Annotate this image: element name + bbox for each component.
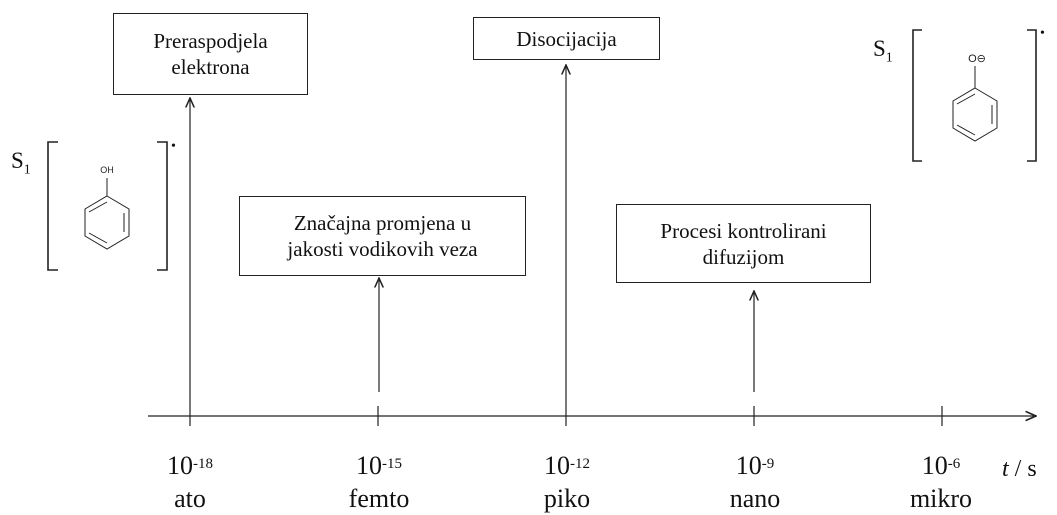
axis-unit-label: t / s	[1002, 456, 1037, 482]
event-label-line: Disocijacija	[516, 26, 617, 51]
tick-prefix: piko	[543, 484, 591, 513]
tick-label: 10-18	[167, 451, 213, 480]
tick-label: 10-15	[356, 451, 402, 480]
o-minus-group-label: O⊖	[968, 53, 986, 65]
ring-double-bond	[956, 93, 976, 105]
tick-prefix: nano	[729, 484, 781, 513]
phenol-structure	[47, 141, 168, 271]
phenoxide-structure	[912, 29, 1037, 162]
left-bracket	[912, 29, 922, 162]
state-index: 1	[23, 162, 31, 178]
tick-label: 10-9	[735, 451, 775, 480]
ring-double-bond	[88, 232, 108, 244]
ring-double-bond	[956, 124, 976, 136]
tick-prefix: femto	[348, 484, 410, 513]
left-bracket	[47, 141, 58, 271]
event-label-line: Preraspodjela	[153, 29, 268, 53]
event-box-electron-redistribution: Preraspodjela elektrona	[113, 13, 308, 95]
event-box-hydrogen-bond-change: Značajna promjena u jakosti vodikovih ve…	[239, 196, 526, 276]
right-state-label: S1	[873, 36, 893, 72]
left-state-label: S1	[11, 148, 31, 184]
left-radical-dot: •	[171, 139, 176, 154]
event-label-line: elektrona	[171, 55, 250, 79]
tick-marks	[189, 406, 943, 426]
event-label-line: Procesi kontrolirani	[660, 218, 827, 243]
state-symbol: S	[873, 36, 886, 61]
event-label-line: difuzijom	[702, 244, 785, 269]
event-label-line: jakosti vodikovih veza	[287, 237, 478, 261]
tick-prefix: mikro	[909, 484, 973, 513]
tick-prefix: ato	[174, 484, 206, 513]
event-box-diffusion-controlled: Procesi kontrolirani difuzijom	[616, 204, 871, 283]
benzene-ring	[84, 195, 130, 250]
benzene-ring	[952, 87, 998, 142]
right-bracket	[1027, 29, 1037, 162]
event-box-dissociation: Disocijacija	[473, 17, 660, 60]
state-symbol: S	[11, 148, 24, 173]
tick-label: 10-12	[544, 451, 590, 480]
oh-group-label: OH	[100, 165, 114, 175]
tick-label: 10-6	[921, 451, 961, 480]
right-bracket	[157, 141, 168, 271]
ring-double-bond	[88, 201, 108, 213]
right-radical-dot: •	[1040, 26, 1045, 41]
state-index: 1	[885, 50, 893, 66]
event-label-line: Značajna promjena u	[293, 211, 472, 235]
